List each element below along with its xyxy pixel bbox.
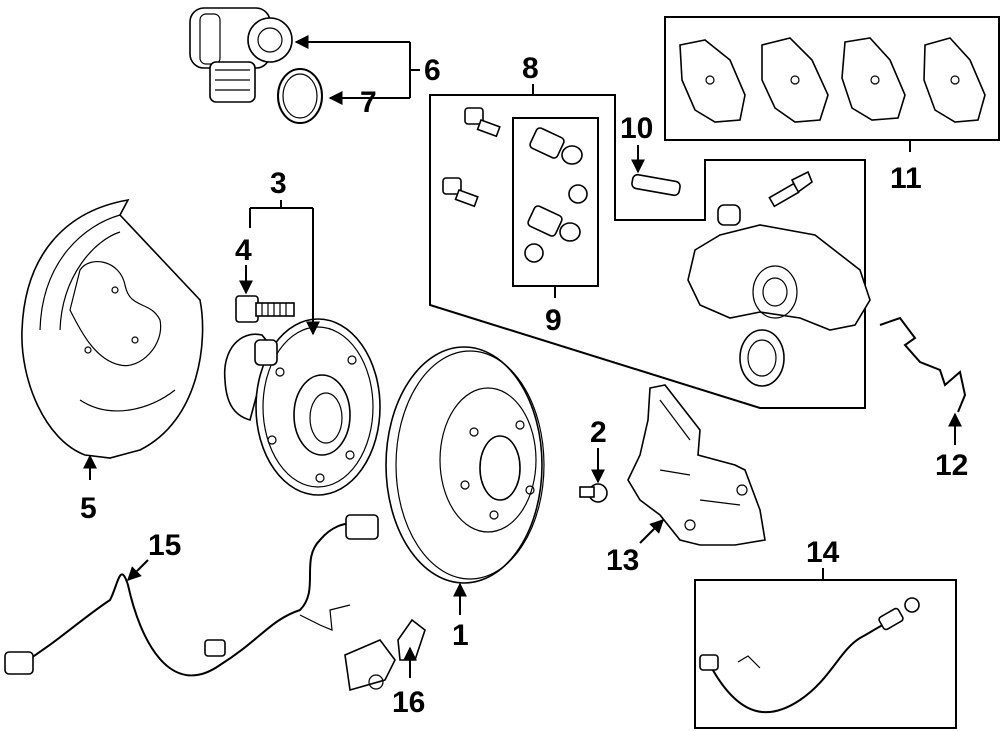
box-8-caliper-kit [429,94,866,409]
callout-14: 14 [806,536,840,569]
part-8-bolts[interactable] [442,107,501,208]
box-9-pin-kit [512,117,599,287]
callout-16: 16 [392,686,425,719]
part-5-splash-shield[interactable] [21,198,204,459]
part-1-brake-rotor[interactable] [385,346,545,584]
callout-9: 9 [545,304,562,337]
callout-4: 4 [235,234,252,267]
callout-7: 7 [360,86,377,119]
callout-3: 3 [270,167,287,200]
part-9-pins[interactable] [524,127,588,263]
part-14-sensor-wire[interactable] [699,597,920,714]
part-13-caliper-bracket[interactable] [627,384,766,546]
part-2-screw[interactable] [579,483,608,503]
callout-2: 2 [590,416,607,449]
part-4-hub-bolt[interactable] [235,295,295,323]
part-12-wire-clip[interactable] [879,316,967,413]
callout-15: 15 [148,529,181,562]
box-11-brake-pads [664,16,1000,141]
part-10-guide-pin[interactable] [631,173,681,197]
callout-labels: 6 7 3 4 5 8 9 10 11 12 2 13 1 14 15 16 [80,52,968,719]
callout-13: 13 [606,544,639,577]
callout-6: 6 [424,54,441,87]
part-16-sensor[interactable] [344,618,426,692]
part-3-hub-assembly[interactable] [223,318,381,496]
box-14-sensor-wire [694,579,957,729]
leader-lines [83,35,962,678]
callout-10: 10 [620,112,653,145]
callout-11: 11 [890,162,922,195]
caliper-body[interactable] [687,170,871,387]
callout-8: 8 [522,52,539,85]
part-7-seal-ring[interactable] [277,68,323,124]
part-6-cylinder-assembly[interactable] [189,7,293,103]
callout-12: 12 [935,449,968,482]
part-15-abs-wire[interactable] [4,514,379,677]
callout-5: 5 [80,492,97,525]
callout-1: 1 [452,619,469,652]
part-11-brake-pads[interactable] [679,37,986,123]
